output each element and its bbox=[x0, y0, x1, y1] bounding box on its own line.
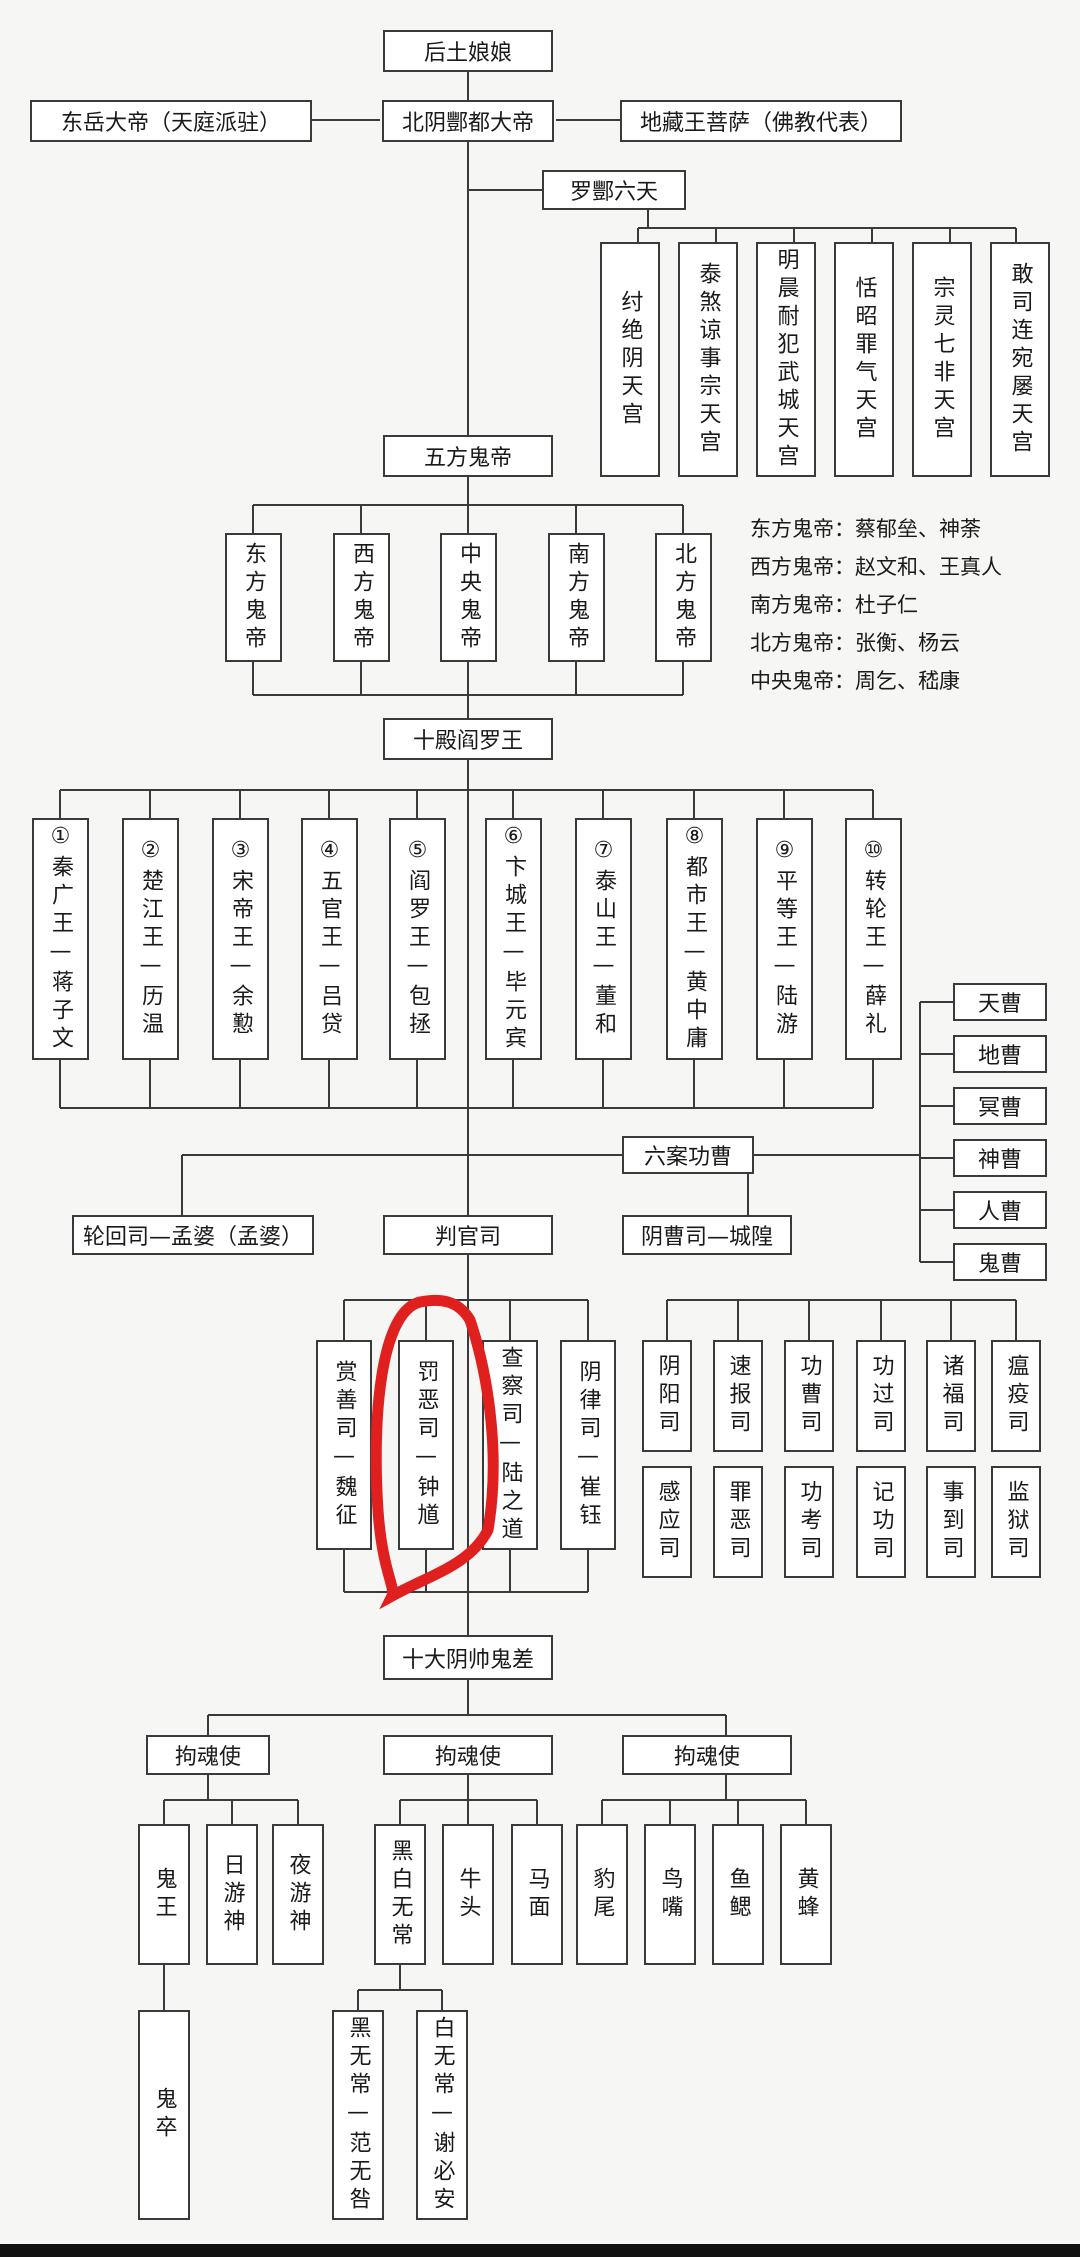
case-office: 天曹 bbox=[953, 983, 1047, 1021]
yama-king: ③宋帝王—余懃 bbox=[212, 818, 269, 1060]
ghost-official: 日游神 bbox=[206, 1824, 258, 1965]
department-box: 诸福司 bbox=[926, 1340, 976, 1452]
department-box: 事到司 bbox=[926, 1466, 976, 1578]
ghost-emperor: 西方鬼帝 bbox=[333, 533, 390, 662]
yincao-title: 阴曹司—城隍 bbox=[622, 1215, 792, 1255]
bottom-edge-bar bbox=[0, 2244, 1080, 2257]
note-line: 中央鬼帝：周乞、嵇康 bbox=[750, 669, 960, 693]
heaven-palace: 泰煞谅事宗天宫 bbox=[678, 242, 738, 477]
yama-king: ②楚江王—历温 bbox=[122, 818, 179, 1060]
yama-king: ⑩转轮王—薛礼 bbox=[845, 818, 902, 1060]
department-box: 功过司 bbox=[856, 1340, 906, 1452]
heaven-palace: 宗灵七非天宫 bbox=[912, 242, 972, 477]
note-line: 北方鬼帝：张衡、杨云 bbox=[750, 631, 960, 655]
yama-king: ⑤阎罗王—包拯 bbox=[389, 818, 446, 1060]
judge-office: 查察司—陆之道 bbox=[482, 1340, 538, 1550]
judges-title: 判官司 bbox=[383, 1215, 553, 1255]
case-office: 人曹 bbox=[953, 1191, 1047, 1229]
ghost-official: 豹尾 bbox=[576, 1824, 628, 1965]
department-box: 罪恶司 bbox=[713, 1466, 763, 1578]
judge-office: 罚恶司—钟馗 bbox=[398, 1340, 454, 1550]
six-heavens-title: 罗酆六天 bbox=[542, 170, 686, 210]
lunhui-box: 轮回司—孟婆（孟婆） bbox=[72, 1215, 314, 1255]
ghost-emperor: 东方鬼帝 bbox=[225, 533, 282, 662]
soul-catcher-box: 拘魂使 bbox=[383, 1735, 553, 1775]
impermanence-box: 黑无常—范无咎 bbox=[332, 2010, 384, 2220]
department-box: 监狱司 bbox=[991, 1466, 1041, 1578]
heaven-palace: 纣绝阴天宫 bbox=[600, 242, 660, 477]
note-line: 东方鬼帝：蔡郁垒、神荼 bbox=[750, 517, 981, 541]
houtu-box: 后土娘娘 bbox=[383, 30, 553, 72]
dizang-box: 地藏王菩萨（佛教代表） bbox=[620, 100, 902, 142]
department-box: 感应司 bbox=[642, 1466, 692, 1578]
soul-catcher-box: 拘魂使 bbox=[146, 1735, 270, 1775]
ghost-emperor: 中央鬼帝 bbox=[440, 533, 497, 662]
soul-catcher-box: 拘魂使 bbox=[622, 1735, 792, 1775]
ten-kings-title: 十殿阎罗王 bbox=[383, 718, 553, 760]
yama-king: ⑧都市王—黄中庸 bbox=[666, 818, 723, 1060]
judge-office: 阴律司—崔钰 bbox=[560, 1340, 616, 1550]
dongyue-box: 东岳大帝（天庭派驻） bbox=[30, 100, 312, 142]
case-office: 神曹 bbox=[953, 1139, 1047, 1177]
judge-office: 赏善司—魏征 bbox=[316, 1340, 372, 1550]
ghost-official: 马面 bbox=[511, 1824, 563, 1965]
department-box: 阴阳司 bbox=[642, 1340, 692, 1452]
north-emperor-box: 北阴酆都大帝 bbox=[382, 100, 554, 142]
ghost-emperor: 北方鬼帝 bbox=[655, 533, 712, 662]
case-office: 地曹 bbox=[953, 1035, 1047, 1073]
heaven-palace: 明晨耐犯武城天宫 bbox=[756, 242, 816, 477]
ghost-official: 牛头 bbox=[442, 1824, 494, 1965]
ghost-official: 鬼王 bbox=[138, 1824, 190, 1965]
yama-king: ④五官王—吕贷 bbox=[301, 818, 358, 1060]
marshals-title: 十大阴帅鬼差 bbox=[383, 1635, 553, 1680]
department-box: 功曹司 bbox=[784, 1340, 834, 1452]
heaven-palace: 恬昭罪气天宫 bbox=[834, 242, 894, 477]
department-box: 记功司 bbox=[856, 1466, 906, 1578]
heaven-palace: 敢司连宛屡天宫 bbox=[990, 242, 1050, 477]
ghost-emperor-notes: 东方鬼帝：蔡郁垒、神荼 西方鬼帝：赵文和、王真人 南方鬼帝：杜子仁 北方鬼帝：张… bbox=[750, 510, 1070, 700]
ghost-official: 鸟嘴 bbox=[644, 1824, 696, 1965]
ghost-official: 黄蜂 bbox=[780, 1824, 832, 1965]
case-office: 鬼曹 bbox=[953, 1243, 1047, 1281]
department-box: 瘟疫司 bbox=[991, 1340, 1041, 1452]
note-line: 西方鬼帝：赵文和、王真人 bbox=[750, 555, 1002, 579]
yama-king: ⑦泰山王—董和 bbox=[575, 818, 632, 1060]
yama-king: ⑥卞城王—毕元宾 bbox=[485, 818, 542, 1060]
note-line: 南方鬼帝：杜子仁 bbox=[750, 593, 918, 617]
five-ghosts-title: 五方鬼帝 bbox=[383, 435, 553, 477]
ghost-soldier-box: 鬼卒 bbox=[138, 2010, 190, 2220]
ghost-emperor: 南方鬼帝 bbox=[548, 533, 605, 662]
department-box: 速报司 bbox=[713, 1340, 763, 1452]
yama-king: ⑨平等王—陆游 bbox=[756, 818, 813, 1060]
case-office: 冥曹 bbox=[953, 1087, 1047, 1125]
ghost-official: 鱼鳃 bbox=[712, 1824, 764, 1965]
impermanence-box: 白无常—谢必安 bbox=[416, 2010, 468, 2220]
yama-king: ①秦广王—蒋子文 bbox=[32, 818, 89, 1060]
ghost-official: 夜游神 bbox=[272, 1824, 324, 1965]
ghost-official: 黑白无常 bbox=[374, 1824, 426, 1965]
department-box: 功考司 bbox=[784, 1466, 834, 1578]
six-cases-title: 六案功曹 bbox=[622, 1136, 754, 1174]
